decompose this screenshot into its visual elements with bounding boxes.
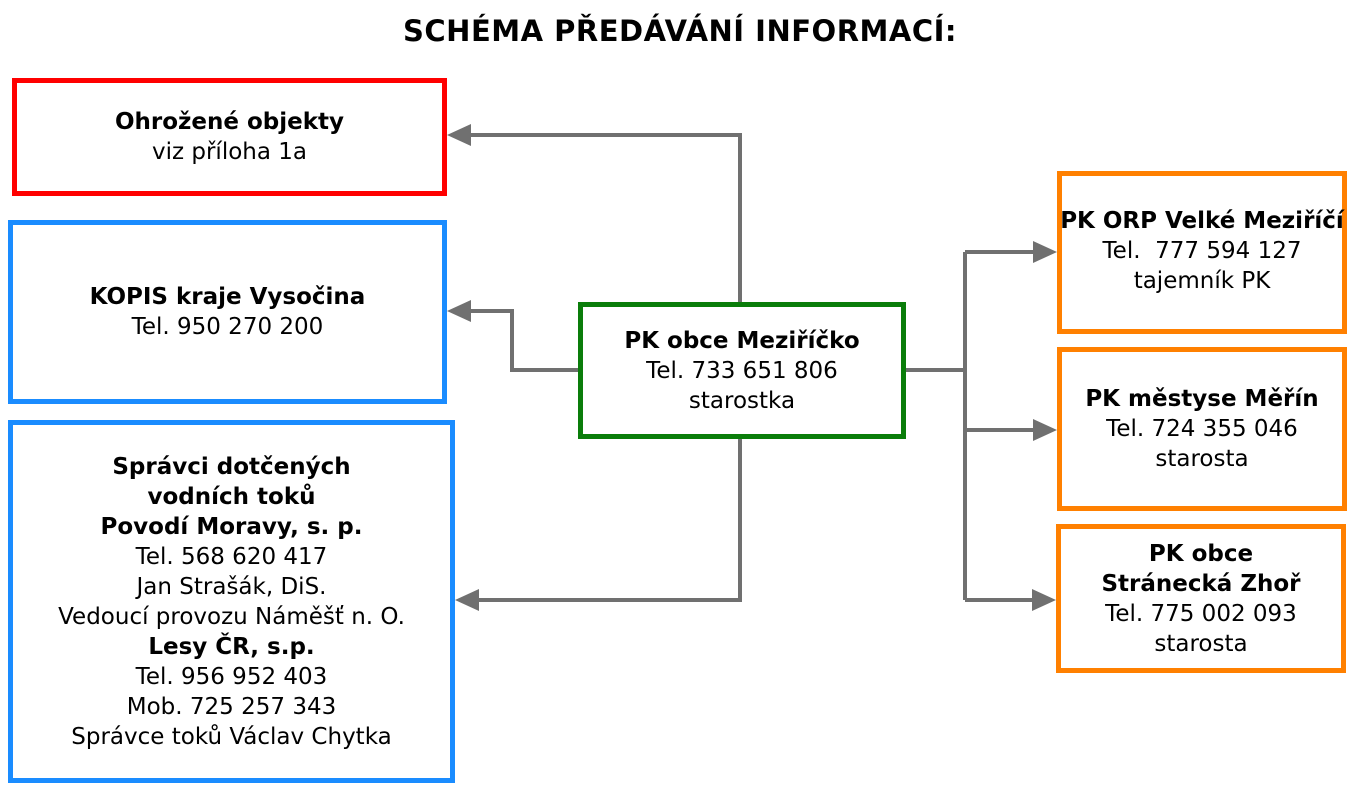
heading-line: Správci dotčených	[112, 453, 351, 480]
box-name: Stránecká Zhoř	[1101, 570, 1301, 597]
box-role: starosta	[1155, 446, 1249, 472]
heading-line: vodních toků	[147, 483, 316, 510]
box-name: PK městyse Měřín	[1085, 386, 1319, 412]
box-pk-meziricko: PK obce Meziříčko Tel. 733 651 806 staro…	[578, 302, 906, 439]
arrowhead-icon	[1033, 241, 1057, 263]
box-role: starostka	[688, 387, 796, 414]
box-name: PK obce	[1148, 540, 1254, 567]
box-name: PK obce Meziříčko	[624, 327, 860, 354]
diagram-title: SCHÉMA PŘEDÁVÁNÍ INFORMACÍ:	[403, 14, 957, 48]
box-tel: Tel. 724 355 046	[1106, 416, 1298, 442]
arrowhead-icon	[1033, 419, 1057, 441]
box-tel: Tel. 733 651 806	[646, 357, 838, 384]
box-name: PK ORP Velké Meziříčí	[1060, 208, 1344, 234]
box-pk-merin: PK městyse Měřín Tel. 724 355 046 staros…	[1057, 347, 1347, 511]
org-tel: Tel. 568 620 417	[135, 543, 328, 570]
box-line: viz příloha 1a	[151, 139, 307, 165]
box-role: tajemník PK	[1133, 268, 1271, 294]
arrowhead-icon	[455, 589, 479, 611]
org-role: Správce toků Václav Chytka	[71, 723, 392, 750]
box-pk-orp: PK ORP Velké Meziříčí Tel. 777 594 127 t…	[1057, 171, 1347, 334]
box-kopis: KOPIS kraje Vysočina Tel. 950 270 200	[8, 220, 447, 404]
arrow-to-spravci	[464, 438, 742, 602]
box-tel: Tel. 775 002 093	[1105, 600, 1297, 627]
box-role: starosta	[1154, 630, 1248, 657]
org-role: Vedoucí provozu Náměšť n. O.	[58, 603, 405, 630]
arrowhead-icon	[447, 124, 471, 146]
arrowhead-icon	[1032, 589, 1056, 611]
org-name: Lesy ČR, s.p.	[148, 633, 315, 660]
org-tel: Tel. 956 952 403	[135, 663, 328, 690]
arrow-to-ohrozene	[456, 133, 742, 302]
box-name: KOPIS kraje Vysočina	[89, 284, 366, 310]
box-name: Ohrožené objekty	[114, 109, 345, 135]
box-tel: Tel. 777 594 127	[1102, 238, 1302, 264]
arrowhead-icon	[447, 300, 471, 322]
org-mobile: Mob. 725 257 343	[126, 693, 337, 720]
org-name: Povodí Moravy, s. p.	[100, 513, 363, 540]
box-pk-stranecka-zhor: PK obce Stránecká Zhoř Tel. 775 002 093 …	[1056, 524, 1346, 673]
box-ohrozene-objekty: Ohrožené objekty viz příloha 1a	[12, 78, 447, 196]
box-spravci-toku: Správci dotčených vodních toků Povodí Mo…	[8, 420, 455, 783]
arrow-to-kopis	[456, 309, 578, 372]
box-tel: Tel. 950 270 200	[131, 314, 324, 340]
org-person: Jan Strašák, DiS.	[136, 573, 327, 600]
